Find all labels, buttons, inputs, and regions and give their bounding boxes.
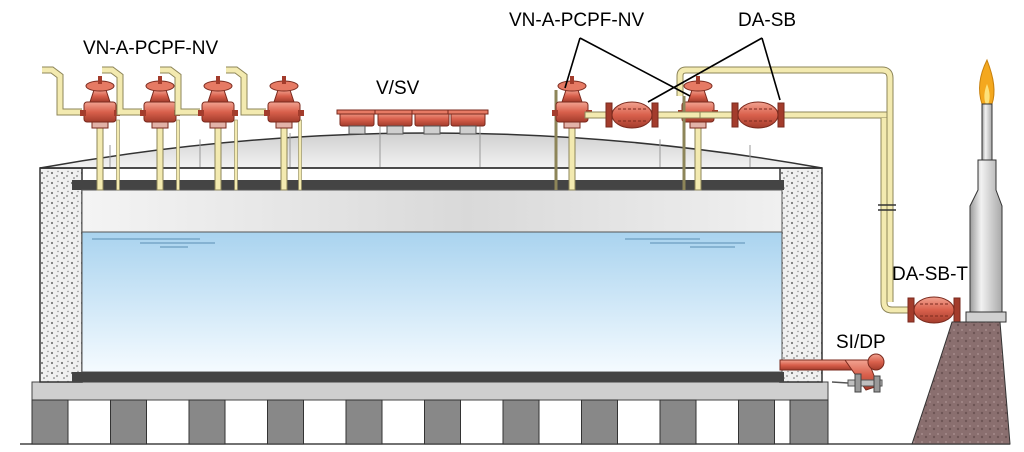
label-arrester: DA-SB xyxy=(738,10,796,31)
label-vent-group-left: VN-A-PCPF-NV xyxy=(83,38,218,59)
vent-down-pipes xyxy=(96,117,702,191)
tank-wall-right xyxy=(779,167,823,383)
inner-tank-top xyxy=(72,180,784,190)
inner-tank-bottom xyxy=(72,372,784,382)
vent-group-right xyxy=(552,66,961,324)
drain-assembly xyxy=(779,353,885,393)
flare-foundation xyxy=(911,321,1011,445)
leader-lines xyxy=(564,37,781,103)
label-vent-group-right: VN-A-PCPF-NV xyxy=(509,10,644,31)
flare-stack xyxy=(965,58,1007,323)
vacuum-valves xyxy=(336,109,489,135)
vapor-space xyxy=(81,189,783,233)
foundation-piers xyxy=(31,381,829,445)
liquid xyxy=(81,231,783,373)
tank-wall-left xyxy=(39,167,83,383)
label-drain: SI/DP xyxy=(836,332,886,353)
vent-group-left xyxy=(42,66,304,129)
label-arrester-flare: DA-SB-T xyxy=(892,264,968,285)
liquid-ripples xyxy=(92,238,745,248)
label-vacuum-valves: V/SV xyxy=(376,78,420,99)
